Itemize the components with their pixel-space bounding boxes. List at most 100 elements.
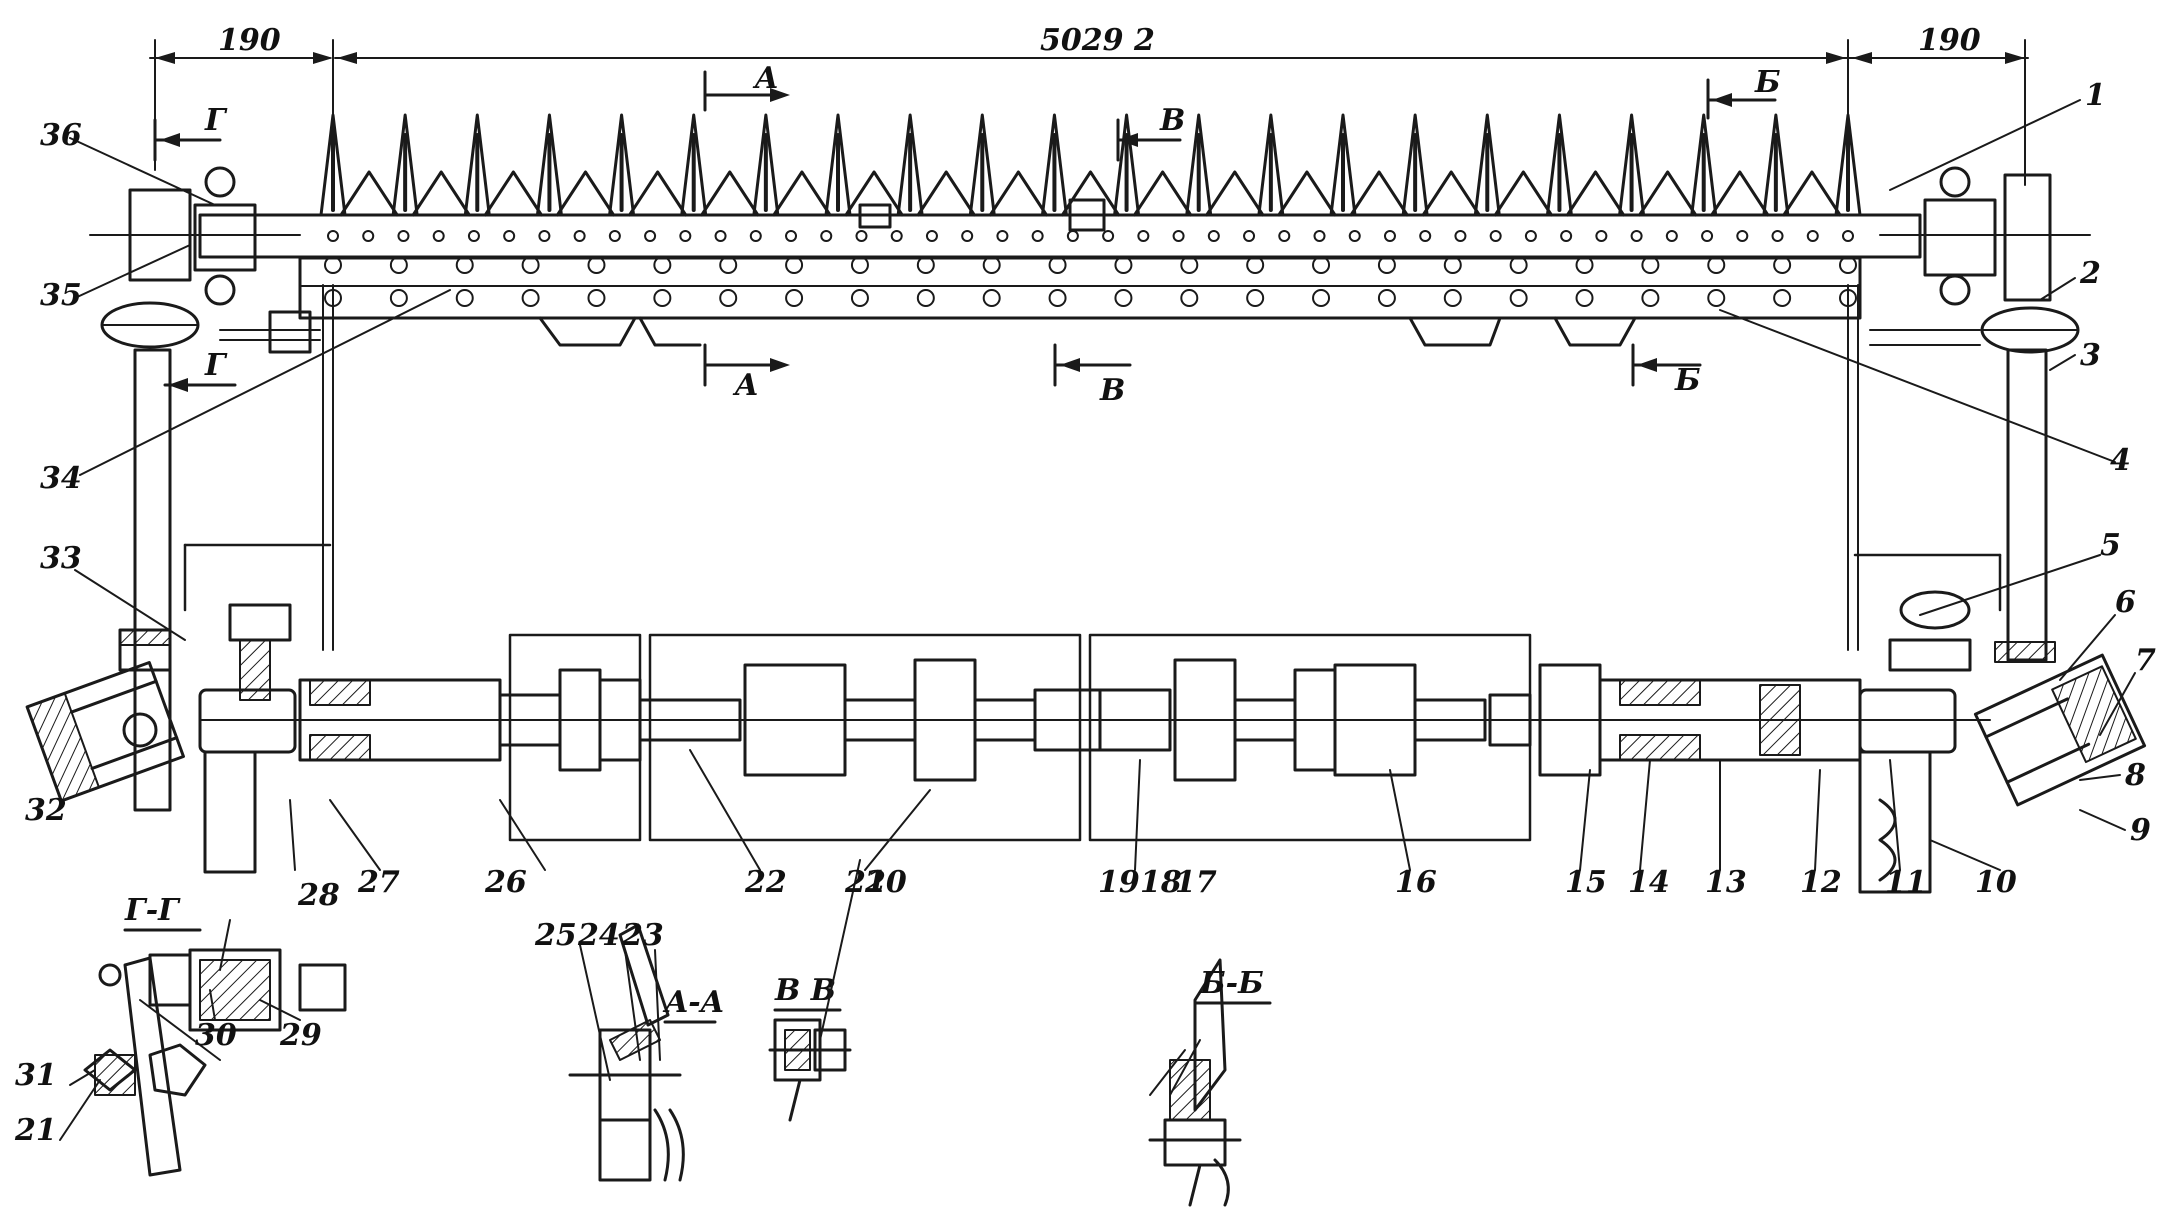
rivet (327, 230, 339, 242)
rivet (1243, 230, 1256, 242)
knife-guard (608, 113, 636, 217)
rivet (1524, 230, 1537, 242)
rivet (324, 256, 342, 274)
section-mark-a-bottom: A (732, 368, 758, 403)
knife-guard (463, 113, 491, 217)
part-label-20: 20 (864, 865, 907, 900)
rivet (587, 256, 606, 274)
rivet (1701, 230, 1714, 242)
rivet (890, 230, 903, 242)
part-label-26: 26 (484, 865, 527, 900)
section-title-aa: A-A (662, 985, 724, 1020)
dimension-lines (149, 39, 2029, 186)
rivet (521, 289, 540, 307)
rivet (785, 230, 798, 242)
rivet (521, 256, 540, 274)
rivet (1575, 256, 1594, 274)
part-label-34: 34 (40, 461, 82, 496)
knife-guard (968, 113, 996, 217)
rivet (749, 230, 762, 242)
part-label-9: 9 (2130, 813, 2151, 848)
rivet (1383, 230, 1396, 242)
rivet (1246, 256, 1265, 274)
rivet (1575, 289, 1594, 307)
knife-section (700, 170, 760, 217)
leader-lines (59, 99, 2136, 1141)
rivet (1771, 230, 1784, 242)
rivet (573, 230, 586, 242)
rivet (1665, 230, 1678, 242)
rivet (1377, 256, 1396, 274)
section-mark-g-top: Г (204, 103, 228, 138)
knife-section (1421, 170, 1481, 217)
knife-guard (1545, 113, 1573, 217)
part-label-31: 31 (15, 1058, 57, 1093)
knife-guard (1618, 113, 1646, 217)
right-end-drive-head (1869, 166, 2091, 354)
section-aa-drawing (568, 923, 717, 1182)
rivet (608, 230, 621, 242)
part-label-12: 12 (1800, 865, 1842, 900)
part-label-36: 36 (40, 118, 82, 153)
knife-section (1493, 170, 1553, 217)
rivet (1313, 230, 1326, 242)
part-label-33: 33 (40, 541, 82, 576)
part-label-7: 7 (2135, 643, 2156, 678)
dimension-center-text: 5029 2 (1040, 23, 1155, 58)
dimension-left-text: 190 (218, 23, 281, 58)
knife-section (1133, 170, 1193, 217)
rivet (785, 256, 804, 274)
rivet (362, 230, 375, 242)
rivet (1312, 289, 1331, 307)
section-cut-markers (153, 70, 1777, 392)
left-end-drive-head (89, 166, 321, 354)
knife-section (844, 170, 904, 217)
rivet (719, 256, 738, 274)
right-gearbox (1973, 641, 2147, 807)
rivet (538, 230, 551, 242)
knife-section (483, 170, 543, 217)
knife-section (1638, 170, 1698, 217)
rivet (1489, 230, 1502, 242)
knife-section (1710, 170, 1770, 217)
knife-guard (535, 113, 563, 217)
rivet (1842, 230, 1854, 242)
rivet (467, 230, 480, 242)
side-frame-posts (133, 284, 2048, 812)
rivet (503, 230, 516, 242)
rivet (1180, 256, 1199, 274)
rivet (1509, 256, 1528, 274)
section-title-bb: Б-Б (1199, 966, 1264, 1001)
knife-guard (1834, 113, 1862, 217)
knife-section (555, 170, 616, 217)
section-title-gg: Г-Г (124, 893, 181, 928)
rivet (719, 289, 738, 307)
rivet (455, 289, 474, 307)
rivet (850, 256, 869, 274)
rivet (1509, 289, 1528, 307)
part-label-21: 21 (844, 865, 887, 900)
rivet (1806, 230, 1819, 242)
knife-guard (1040, 113, 1068, 217)
part-label-32: 32 (25, 793, 67, 828)
knife-guard (1401, 113, 1429, 217)
rivet (1137, 230, 1150, 242)
main-drive-shaft (198, 590, 1991, 894)
knife-guard (824, 113, 852, 217)
rivet (1707, 256, 1726, 274)
rivet (1207, 230, 1220, 242)
rivet (1114, 289, 1133, 307)
knife-guards (319, 113, 1862, 217)
knife-section (1349, 170, 1409, 217)
knife-section (339, 170, 399, 217)
part-label-25: 25 (534, 918, 577, 953)
part-label-14: 14 (1628, 865, 1670, 900)
rivet (1348, 230, 1361, 242)
rivet (1114, 256, 1133, 274)
rivet (1839, 256, 1857, 274)
part-label-2: 2 (2079, 256, 2101, 291)
knife-section (772, 170, 832, 217)
knife-guard (1762, 113, 1790, 217)
rivet (432, 230, 445, 242)
rivet (1443, 256, 1462, 274)
